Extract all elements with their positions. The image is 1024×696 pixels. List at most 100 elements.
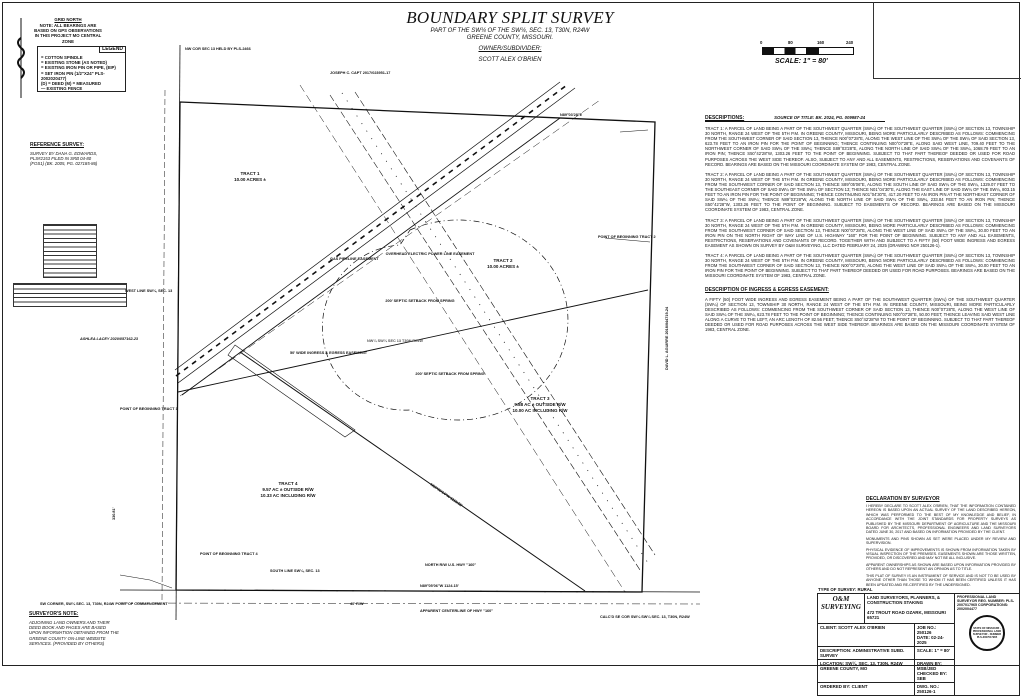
pob-tract-4: POINT OF BEGINNING TRACT 4 (200, 552, 258, 556)
license-text: PROFESSIONAL LAND SURVEYOR REG. NUMBER: … (957, 595, 1015, 611)
declaration-paragraph: APPARENT OWNERSHIPS AS SHOWN ARE BASED U… (866, 562, 1016, 572)
drawn-by: DRAWN BY: MSB/JED (916, 661, 942, 671)
services-text: LAND SURVEYORS, PLANNERS, & CONSTRUCTION… (867, 595, 941, 605)
plat-drawing: TRACT 1 10.00 Acres ± TRACT 2 10.00 Acre… (40, 44, 700, 621)
bearing-top: N89°03'28"E (560, 113, 583, 117)
tract-4-name: TRACT 4 (279, 481, 298, 486)
west-line-label: WEST LINE SW¼, SEC. 13 (125, 289, 172, 293)
ordered-label: ORDERED BY: (820, 684, 851, 689)
surveyor-note-text: ADJOINING LAND OWNERS AND THEIR DEED BOO… (29, 620, 119, 646)
south-line-label: SOUTH LINE SW¼, SEC. 13 (270, 569, 320, 573)
checked-by: CHECKED BY: SEB (916, 671, 947, 681)
subtitle-1: PART OF THE SW¼ OF THE SW¼, SEC. 13, T30… (430, 28, 590, 34)
corner-box (873, 2, 1021, 79)
grid-north-title: GRID NORTH (54, 17, 82, 22)
septic-label-1: 200' SEPTIC SETBACK FROM SPRING (385, 299, 454, 303)
owner-label: OWNER/SUBDIVIDER: (478, 46, 542, 52)
tract-4-area: 9.57 Ac ± OUTSIDE R/W (262, 487, 314, 492)
legend-title: LEGEND (99, 46, 125, 54)
tract-3-area-2: 10.00 Ac INCLUDING R/W (512, 408, 568, 413)
tract-1-area: 10.00 Acres ± (234, 177, 266, 182)
description-label: DESCRIPTION: (820, 648, 852, 653)
adjoiner-left: ASHLEA LACEY 2020/057162-23 (79, 337, 139, 341)
dwg-value: 250126-1 (916, 689, 936, 694)
tract-description: TRACT 1: A PARCEL OF LAND BEING A PART O… (705, 126, 1015, 167)
easement-heading: DESCRIPTION OF INGRESS & EGRESS EASEMENT… (705, 286, 829, 293)
client-label: CLIENT: (820, 625, 837, 630)
power-easement-label: OVERHEAD ELECTRIC POWER LINE EASEMENT (386, 252, 475, 256)
declaration-paragraph: PHYSICAL EVIDENCE OF IMPROVEMENTS IS SHO… (866, 547, 1016, 561)
ingress-easement-label: 50' WIDE INGRESS & EGRESS EASEMENT (290, 351, 368, 355)
company-logo: O&M SURVEYING (817, 593, 865, 624)
tract-description: TRACT 3: A PARCEL OF LAND BEING A PART O… (705, 217, 1015, 248)
adjoiner-top: JOSEPH C. CAPT 2017/023951-17 (330, 71, 390, 75)
curve-table (13, 283, 127, 307)
se-corner-label: CALC'D SE COR SW¼ SW¼ SEC. 13, T30N, R24… (600, 615, 690, 619)
pob-tract-1: POINT OF BEGINNING TRACT 1 (120, 407, 178, 411)
section-label: NW¼ SW¼ SEC 13 T30N R24W (367, 339, 423, 343)
legend-item: — EXISTING FENCE (41, 86, 83, 92)
title-source: SOURCE OF TITLE: BK. 2024, PG. 009987-24 (774, 115, 866, 120)
gas-easement-label: GAS PIPELINE EASEMENT (330, 257, 379, 261)
subtitle-2: GREENE COUNTY, MISSOURI. (466, 35, 554, 41)
company-address: 472 TROUT ROAD OZARK, MISSOURI 65721 (867, 610, 946, 620)
legend-box: LEGEND = COTTON SPINDLE = EXISTING STONE… (37, 46, 126, 92)
tract-3-area: 9.88 Ac ± OUTSIDE R/W (514, 402, 566, 407)
client-value: SCOTT ALEX O'BRIEN (838, 625, 886, 630)
sw-corner-label: SW CORNER, SW¼ SEC. 13, T30N, R24W POINT… (40, 602, 168, 606)
hwy-centerline: APPARENT CENTERLINE OF HWY "160" (420, 609, 493, 613)
tract-description: TRACT 4: A PARCEL OF LAND BEING A PART O… (705, 253, 1015, 279)
septic-label-2: 200' SEPTIC SETBACK FROM SPRING (415, 372, 484, 376)
adjoiner-right: DAVID L. AGUIRRE 2018/044719-24 (665, 306, 669, 370)
legend-item: = EXISTING STONE (AS NOTED) (41, 60, 107, 66)
survey-type: TYPE OF SURVEY: RURAL (818, 587, 873, 592)
scale-label-tb: SCALE: (916, 648, 934, 653)
tract-divider (239, 351, 586, 592)
tract-2-name: TRACT 2 (494, 258, 513, 263)
job-value: 250126 (916, 630, 932, 635)
page-title: BOUNDARY SPLIT SURVEY (406, 8, 614, 27)
legend-item: = SET IRON PIN (1/2"x24" PLS-2002020477) (41, 70, 105, 81)
location-value: SW¼, SEC. 13, T30N, R24W GREENE COUNTY, … (820, 661, 903, 671)
easement-description: A FIFTY (50) FOOT WIDE INGRESS AND EGRES… (705, 296, 1015, 333)
company-services: LAND SURVEYORS, PLANNERS, & CONSTRUCTION… (864, 593, 955, 624)
declaration-section: DECLARATION BY SURVEYOR I HEREBY DECLARE… (866, 496, 1016, 589)
grid-north-note: NOTE: ALL BEARINGS ARE BASED ON GPS OBSE… (34, 23, 102, 44)
surveyor-seal: STATE OF MISSOURI · PROFESSIONAL LAND SU… (969, 615, 1005, 651)
bearing-diagonal: N50°06'14"W 1115.55' (429, 483, 463, 508)
tract-2-area: 10.00 Acres ± (487, 264, 519, 269)
legend-item: = COTTON SPINDLE (41, 55, 83, 60)
scale-tick: 80 (788, 40, 793, 45)
title-block: O&M SURVEYING LAND SURVEYORS, PLANNERS, … (817, 593, 1020, 696)
north-arrow-icon (17, 18, 25, 98)
surveyor-note-heading: SURVEYOR'S NOTE: (29, 611, 79, 617)
scale-value-tb: 1" = 80' (934, 648, 950, 653)
north-rw-label: NORTH R/W U.S. HWY "160" (425, 563, 476, 567)
seal-cell: PROFESSIONAL LAND SURVEYOR REG. NUMBER: … (954, 593, 1020, 696)
scale-label: SCALE: 1" = 80' (775, 58, 828, 65)
drawing-frame (2, 2, 1020, 666)
declaration-paragraph: THIS PLAT OF SURVEY IS AN INSTRUMENT OF … (866, 573, 1016, 587)
nw-corner-label: NW COR SEC 13 HELD BY PLS-2466 (185, 47, 251, 51)
bearing-bottom: N89°05'06"W 1124.15' (420, 584, 459, 588)
tract-divider (181, 117, 561, 396)
scale-bar (762, 47, 854, 55)
declaration-paragraph: I HEREBY DECLARE TO SCOTT ALEX O'BRIEN, … (866, 504, 1016, 535)
pob-tract-2: POINT OF BEGINNING TRACT 2 (598, 235, 656, 239)
ordered-value: CLIENT (851, 684, 868, 689)
tract-4-area-2: 10.33 Ac INCLUDING R/W (260, 493, 316, 498)
dim-left: 330.81' (112, 507, 116, 520)
date-value: 02-24-2025 (916, 635, 944, 645)
owner-name: SCOTT ALEX O'BRIEN (478, 57, 542, 63)
legend-item: (D) = DEED (M) = MEASURED (41, 81, 101, 87)
reference-survey-text: SURVEY BY DANA G. EDWARDS, PLS#2153 FILE… (30, 151, 98, 167)
scale-tick: 0 (760, 40, 763, 45)
location-label: LOCATION: (820, 661, 845, 666)
tract-1-name: TRACT 1 (241, 171, 260, 176)
descriptions-heading: DESCRIPTIONS: (705, 115, 745, 121)
reference-survey-heading: REFERENCE SURVEY: (30, 142, 84, 148)
tract-description: TRACT 2: A PARCEL OF LAND BEING A PART O… (705, 171, 1015, 213)
description-value: ADMINISTRATIVE SUBD. SURVEY (820, 648, 905, 658)
declaration-heading: DECLARATION BY SURVEYOR (866, 496, 940, 502)
septic-setback-circle (322, 219, 569, 421)
